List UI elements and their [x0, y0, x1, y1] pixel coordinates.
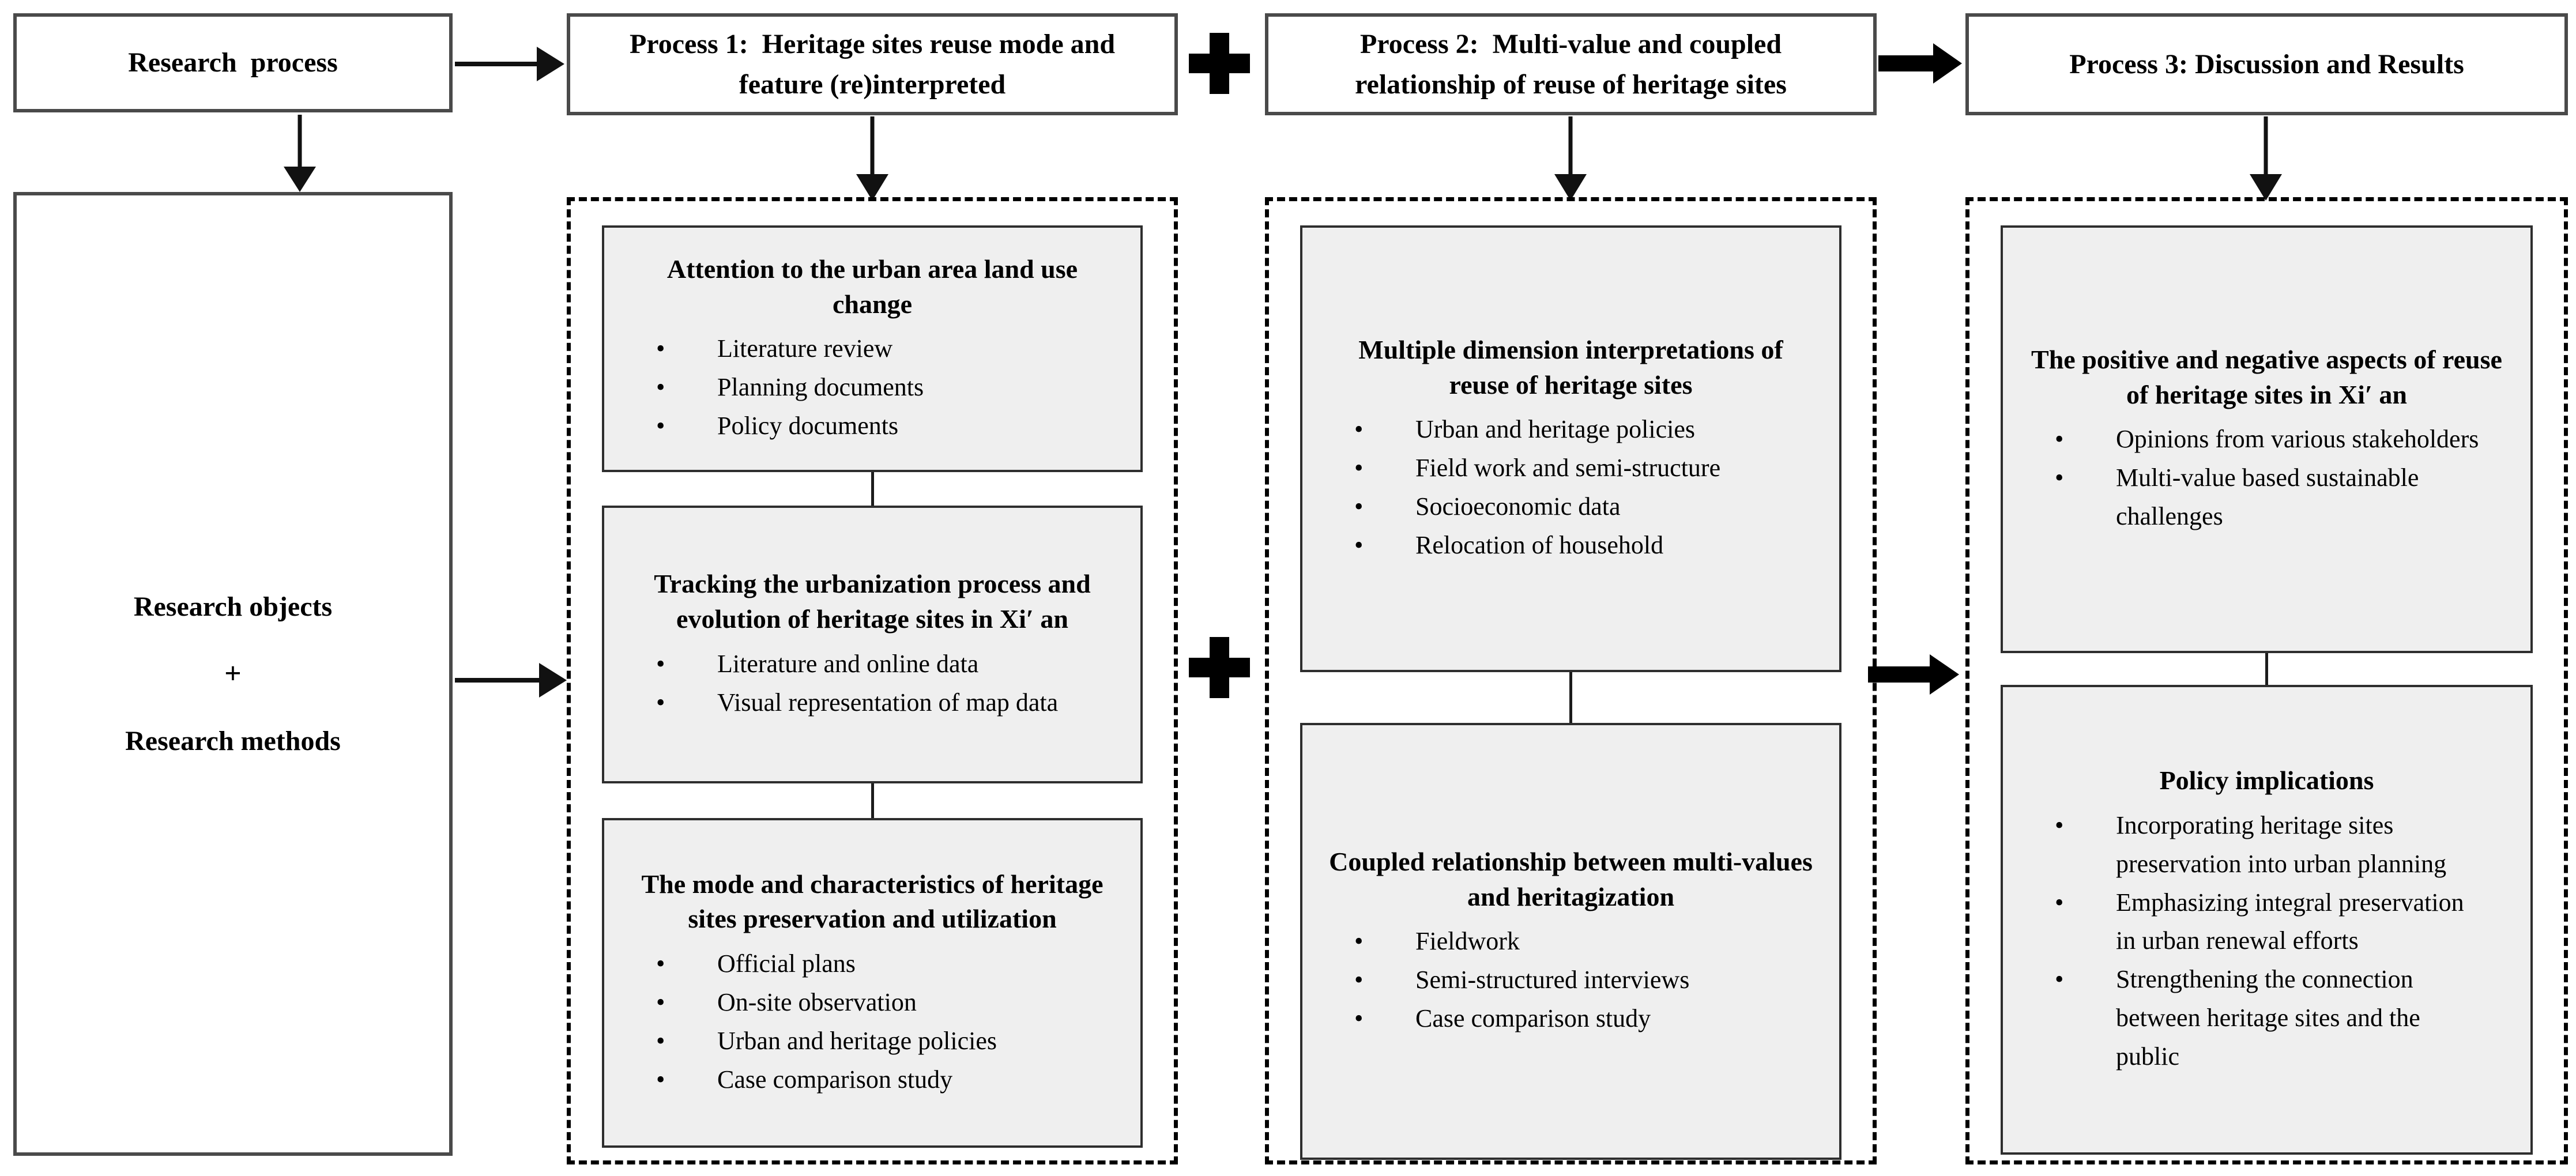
bullet-list: Incorporating heritage sites preservatio…: [2028, 806, 2505, 1076]
process1-column: Attention to the urban area land use cha…: [567, 197, 1178, 1164]
bullet-list: FieldworkSemi-structured interviewsCase …: [1328, 922, 1814, 1038]
connector-line: [1569, 672, 1572, 723]
process2-box: Process 2: Multi-value and coupled relat…: [1265, 13, 1877, 115]
process2-column: Multiple dimension interpretations of re…: [1265, 197, 1877, 1164]
bullet-item: Fieldwork: [1328, 922, 1814, 961]
bullet-item: Incorporating heritage sites preservatio…: [2028, 806, 2505, 884]
bullet-item: Case comparison study: [630, 1061, 1115, 1099]
connector-line: [871, 783, 874, 818]
box-title: The mode and characteristics of heritage…: [641, 869, 1104, 934]
bullet-item: Official plans: [630, 945, 1115, 983]
box-title: Coupled relationship between multi-value…: [1329, 846, 1813, 911]
research-objects-label: Research objects: [133, 591, 333, 622]
research-process-label: Research process: [128, 47, 338, 78]
policy-implications-box: Policy implications Incorporating herita…: [2001, 685, 2533, 1155]
mode-characteristics-box: The mode and characteristics of heritage…: [602, 818, 1143, 1148]
bullet-item: Socioeconomic data: [1328, 488, 1814, 526]
bullet-list: Literature and online dataVisual represe…: [630, 645, 1115, 722]
bold-arrow-right-icon: [1878, 39, 1963, 88]
bullet-item: Relocation of household: [1328, 526, 1814, 565]
bullet-item: On-site observation: [630, 983, 1115, 1022]
bullet-item: Planning documents: [630, 368, 1115, 407]
tracking-urbanization-box: Tracking the urbanization process and ev…: [602, 506, 1143, 783]
process3-column: The positive and negative aspects of reu…: [1965, 197, 2568, 1164]
bullet-list: Literature reviewPlanning documentsPolic…: [630, 330, 1115, 446]
bullet-item: Strengthening the connection between her…: [2028, 960, 2505, 1076]
process1-label: Process 1: Heritage sites reuse mode and…: [629, 28, 1123, 100]
plus-text: +: [224, 657, 242, 691]
bullet-item: Emphasizing integral preservation in urb…: [2028, 884, 2505, 961]
arrow-down-icon: [1546, 116, 1595, 202]
bullet-item: Case comparison study: [1328, 1000, 1814, 1038]
bullet-list: Urban and heritage policiesField work an…: [1328, 410, 1814, 565]
bullet-item: Literature and online data: [630, 645, 1115, 684]
connector-line: [871, 472, 874, 506]
bullet-item: Visual representation of map data: [630, 684, 1115, 722]
bold-arrow-right-icon: [1868, 650, 1960, 699]
process3-box: Process 3: Discussion and Results: [1965, 13, 2568, 115]
bullet-list: Official plansOn-site observationUrban a…: [630, 945, 1115, 1099]
arrow-down-icon: [276, 115, 324, 193]
box-title: The positive and negative aspects of reu…: [2031, 344, 2502, 409]
box-title: Policy implications: [2159, 766, 2374, 796]
attention-land-use-box: Attention to the urban area land use cha…: [602, 225, 1143, 472]
process1-box: Process 1: Heritage sites reuse mode and…: [567, 13, 1178, 115]
box-title: Tracking the urbanization process and ev…: [654, 569, 1091, 634]
positive-negative-aspects-box: The positive and negative aspects of reu…: [2001, 225, 2533, 653]
bullet-item: Opinions from various stakeholders: [2028, 420, 2505, 459]
bullet-item: Literature review: [630, 330, 1115, 368]
connector-line: [2265, 653, 2268, 685]
box-title: Attention to the urban area land use cha…: [666, 254, 1078, 319]
research-objects-methods-box: Research objects + Research methods: [13, 192, 453, 1156]
coupled-relationship-box: Coupled relationship between multi-value…: [1300, 723, 1841, 1160]
arrow-right-icon: [454, 42, 566, 86]
research-process-box: Research process: [13, 13, 453, 112]
box-title: Multiple dimension interpretations of re…: [1358, 335, 1783, 399]
bullet-list: Opinions from various stakeholdersMulti-…: [2028, 420, 2505, 536]
plus-icon: [1189, 637, 1250, 698]
multiple-dimension-box: Multiple dimension interpretations of re…: [1300, 225, 1841, 672]
bullet-item: Policy documents: [630, 407, 1115, 446]
process3-label: Process 3: Discussion and Results: [2069, 48, 2464, 80]
plus-icon: [1189, 33, 1250, 94]
research-methods-label: Research methods: [125, 725, 341, 756]
bullet-item: Multi-value based sustainable challenges: [2028, 459, 2505, 536]
arrow-right-icon: [454, 658, 568, 703]
bullet-item: Field work and semi-structure: [1328, 449, 1814, 488]
process2-label: Process 2: Multi-value and coupled relat…: [1355, 28, 1789, 100]
arrow-down-icon: [848, 116, 897, 202]
bullet-item: Urban and heritage policies: [630, 1022, 1115, 1061]
bullet-item: Semi-structured interviews: [1328, 961, 1814, 1000]
bullet-item: Urban and heritage policies: [1328, 410, 1814, 449]
arrow-down-icon: [2242, 116, 2290, 202]
